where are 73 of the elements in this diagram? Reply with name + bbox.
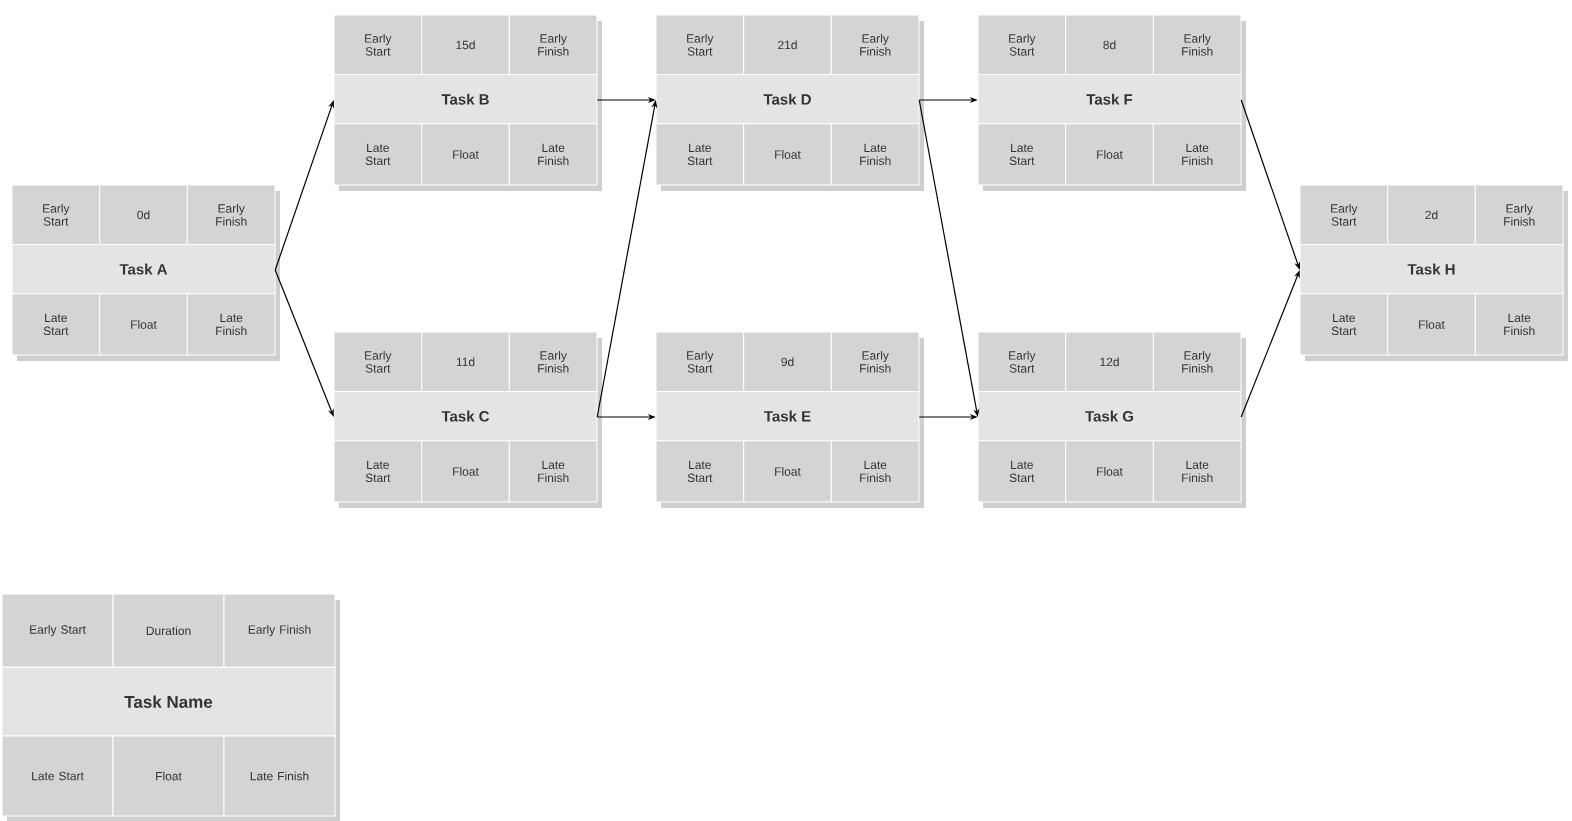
task-card bbox=[655, 331, 924, 508]
duration-cell: 0d bbox=[99, 184, 188, 245]
task-card bbox=[655, 14, 924, 191]
field-cell: Early Finish bbox=[830, 14, 920, 75]
field-cell: Late Start bbox=[1299, 293, 1389, 356]
field-cell: Early Start bbox=[1, 593, 114, 668]
field-cell: Late Finish bbox=[186, 293, 276, 356]
field-cell: Late Finish bbox=[830, 123, 920, 186]
duration-cell: 9d bbox=[743, 331, 832, 392]
field-cell: Float bbox=[421, 440, 510, 503]
task-name-band: Task B bbox=[333, 74, 598, 125]
task-name-band: Task Name bbox=[1, 666, 336, 737]
field-cell: Late Start bbox=[977, 123, 1067, 186]
field-cell: Late Start bbox=[1, 735, 114, 817]
field-cell: Late Start bbox=[977, 440, 1067, 503]
field-cell: Float bbox=[112, 735, 225, 817]
field-cell: Early Finish bbox=[1152, 14, 1242, 75]
field-cell: Float bbox=[743, 123, 832, 186]
field-cell: Late Start bbox=[11, 293, 101, 356]
task-card bbox=[11, 184, 280, 361]
field-cell: Late Finish bbox=[830, 440, 920, 503]
field-cell: Float bbox=[421, 123, 510, 186]
field-cell: Early Start bbox=[11, 184, 101, 245]
duration-cell: 21d bbox=[743, 14, 832, 75]
field-cell: Float bbox=[99, 293, 188, 356]
task-name-band: Task E bbox=[655, 391, 920, 442]
field-cell: Early Start bbox=[655, 14, 745, 75]
task-card bbox=[977, 331, 1246, 508]
field-cell: Late Finish bbox=[1474, 293, 1564, 356]
field-cell: Float bbox=[1065, 123, 1154, 186]
task-name-band: Task H bbox=[1299, 244, 1564, 295]
duration-cell: 15d bbox=[421, 14, 510, 75]
duration-cell: 8d bbox=[1065, 14, 1154, 75]
field-cell: Early Finish bbox=[830, 331, 920, 392]
field-cell: Early Start bbox=[333, 14, 423, 75]
field-cell: Float bbox=[1387, 293, 1476, 356]
task-name-band: Task D bbox=[655, 74, 920, 125]
field-cell: Early Finish bbox=[508, 331, 598, 392]
task-card bbox=[977, 14, 1246, 191]
field-cell: Late Start bbox=[655, 123, 745, 186]
field-cell: Float bbox=[1065, 440, 1154, 503]
field-cell: Early Start bbox=[333, 331, 423, 392]
task-card bbox=[1299, 184, 1568, 361]
field-cell: Early Start bbox=[977, 14, 1067, 75]
field-cell: Early Start bbox=[655, 331, 745, 392]
field-cell: Late Finish bbox=[223, 735, 336, 817]
field-cell: Early Finish bbox=[1474, 184, 1564, 245]
duration-cell: Duration bbox=[112, 593, 225, 668]
field-cell: Late Finish bbox=[1152, 440, 1242, 503]
field-cell: Early Finish bbox=[186, 184, 276, 245]
duration-cell: 2d bbox=[1387, 184, 1476, 245]
field-cell: Late Start bbox=[655, 440, 745, 503]
field-cell: Early Finish bbox=[1152, 331, 1242, 392]
field-cell: Float bbox=[743, 440, 832, 503]
field-cell: Late Finish bbox=[508, 123, 598, 186]
task-name-band: Task C bbox=[333, 391, 598, 442]
task-name-band: Task G bbox=[977, 391, 1242, 442]
task-card bbox=[333, 14, 602, 191]
field-cell: Early Start bbox=[1299, 184, 1389, 245]
field-cell: Late Start bbox=[333, 123, 423, 186]
arrow bbox=[1240, 270, 1300, 418]
duration-cell: 12d bbox=[1065, 331, 1154, 392]
task-card bbox=[1, 593, 340, 821]
task-card bbox=[333, 331, 602, 508]
field-cell: Early Start bbox=[977, 331, 1067, 392]
task-name-band: Task F bbox=[977, 74, 1242, 125]
field-cell: Early Finish bbox=[223, 593, 336, 668]
field-cell: Early Finish bbox=[508, 14, 598, 75]
duration-cell: 11d bbox=[421, 331, 510, 392]
field-cell: Late Finish bbox=[1152, 123, 1242, 186]
field-cell: Late Start bbox=[333, 440, 423, 503]
task-name-band: Task A bbox=[11, 244, 276, 295]
field-cell: Late Finish bbox=[508, 440, 598, 503]
